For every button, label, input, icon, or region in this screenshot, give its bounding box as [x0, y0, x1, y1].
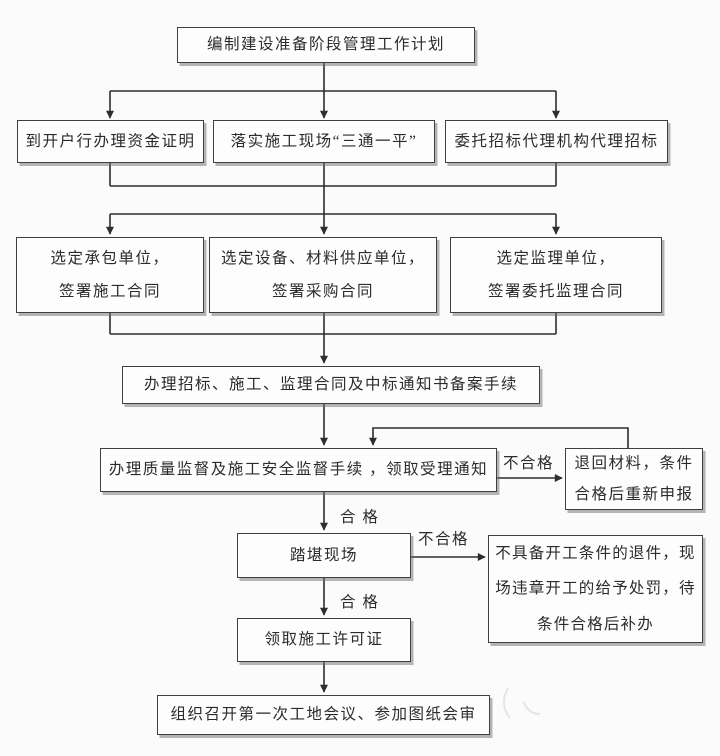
node-fund-certificate: 到开户行办理资金证明 [17, 120, 204, 163]
watermark-icon [523, 701, 541, 715]
edge-label-qualified-1: 合 格 [340, 509, 380, 526]
node-site-three-connections: 落实施工现场“三通一平” [213, 120, 435, 163]
node-prepare-plan: 编制建设准备阶段管理工作计划 [177, 27, 475, 63]
node-return-materials: 退回材料，条件 合格后重新申报 [565, 448, 703, 510]
node-bidding-agency: 委托招标代理机构代理招标 [445, 120, 668, 163]
node-contract-filing: 办理招标、施工、监理合同及中标通知书备案手续 [122, 366, 540, 404]
node-reject-or-penalty: 不具备开工条件的退件，现 场违章开工的给予处罚，待 条件合格后补办 [488, 535, 703, 643]
watermark-icon [503, 687, 511, 719]
node-site-inspection: 踏堪现场 [237, 533, 411, 578]
edge-label-not-qualified-2: 不合格 [418, 531, 470, 548]
node-select-supplier: 选定设备、材料供应单位， 签署采购合同 [209, 237, 437, 313]
node-construction-permit: 领取施工许可证 [237, 618, 411, 662]
edge-label-qualified-2: 合 格 [340, 594, 380, 611]
node-first-site-meeting: 组织召开第一次工地会议、参加图纸会审 [157, 695, 490, 735]
node-select-supervisor: 选定监理单位， 签署委托监理合同 [450, 237, 662, 313]
edge-label-not-qualified-1: 不合格 [503, 455, 555, 472]
edge-feedback-return-to-quality [369, 427, 629, 448]
node-quality-safety-supervision: 办理质量监督及施工安全监督手续 ，领取受理通知 [100, 448, 497, 492]
node-select-contractor: 选定承包单位， 签署施工合同 [16, 237, 204, 313]
